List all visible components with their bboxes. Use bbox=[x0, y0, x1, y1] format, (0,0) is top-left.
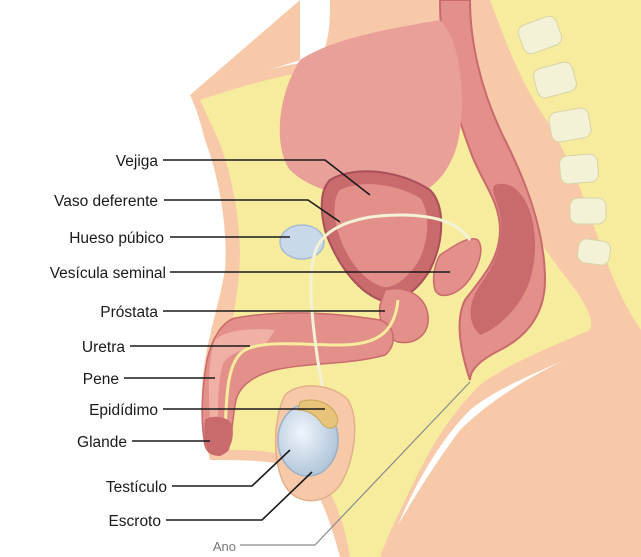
label-penis: Pene bbox=[83, 371, 119, 388]
label-urethra: Uretra bbox=[82, 339, 125, 356]
label-epididymis: Epidídimo bbox=[89, 402, 158, 419]
label-vas-deferens: Vaso deferente bbox=[54, 193, 158, 210]
label-bladder: Vejiga bbox=[116, 153, 159, 170]
label-testicle: Testículo bbox=[106, 479, 167, 496]
label-seminal-vesicle: Vesícula seminal bbox=[50, 265, 166, 282]
label-prostate: Próstata bbox=[100, 304, 158, 321]
pubic-bone bbox=[280, 225, 324, 259]
label-pubic-bone: Hueso púbico bbox=[69, 230, 164, 247]
label-scrotum: Escroto bbox=[108, 513, 161, 530]
label-anus: Ano bbox=[213, 539, 236, 554]
label-glans: Glande bbox=[77, 434, 127, 451]
